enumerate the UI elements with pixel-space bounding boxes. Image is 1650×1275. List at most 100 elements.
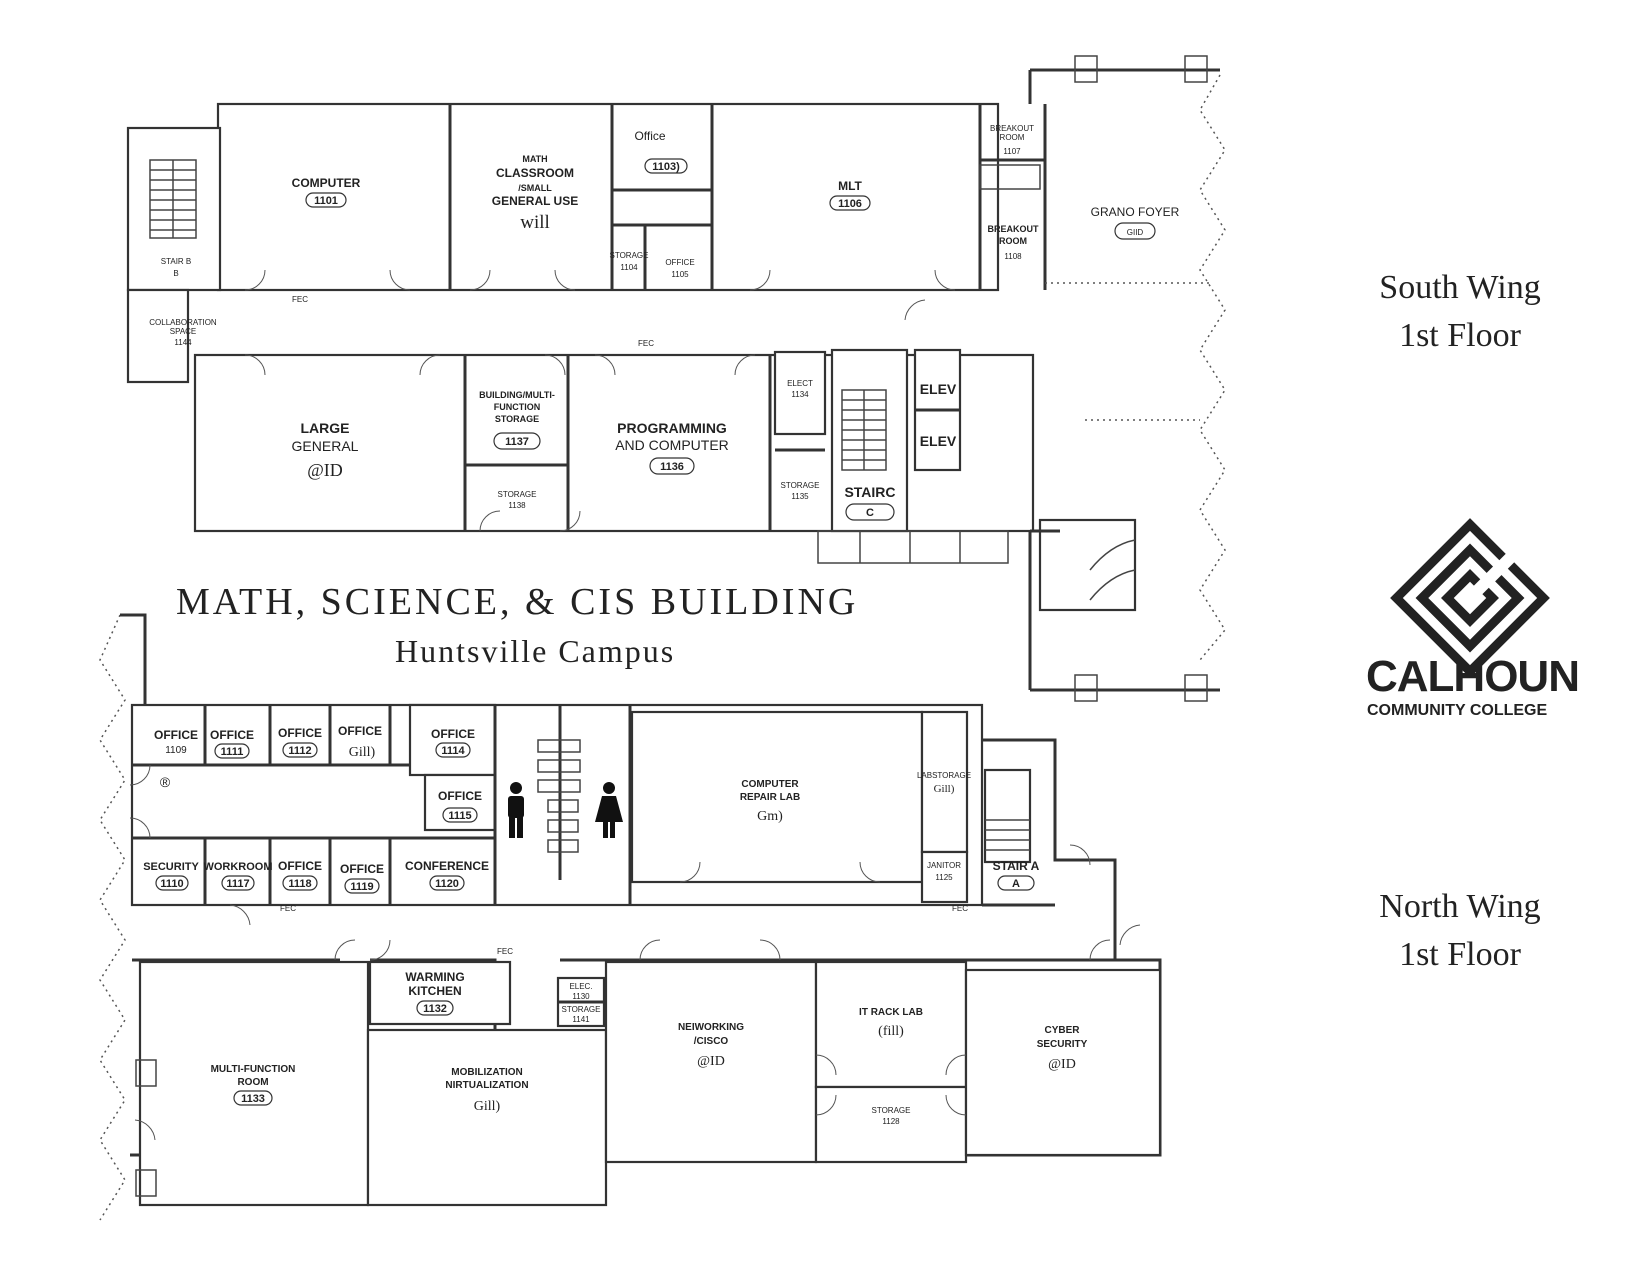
south-fec-1: FEC [292, 295, 308, 304]
room-breakout-1108-number: 1108 [1004, 252, 1022, 261]
room-office-1115-number: 1115 [448, 810, 471, 822]
room-stair-a-number: A [1012, 878, 1020, 890]
room-stair-a-label: STAIR A [993, 859, 1040, 873]
room-bldg-line2: FUNCTION [494, 402, 541, 412]
janitor-room [920, 850, 969, 904]
room-repair-number: Gm) [757, 809, 783, 824]
room-bldg-number: 1137 [505, 436, 529, 448]
room-storage-1128-number: 1128 [882, 1117, 900, 1126]
logo-tagline: COMMUNITY COLLEGE [1367, 702, 1548, 719]
collaboration-room [126, 288, 190, 384]
north-west-wall [120, 613, 147, 705]
room-storage-1138-number: 1138 [508, 501, 526, 510]
room-network-line1: NEIWORKING [678, 1022, 744, 1033]
mobilization-room [366, 1028, 608, 1207]
room-cyber-number: @ID [1048, 1057, 1076, 1072]
room-office-1103-tag [644, 158, 688, 174]
man-restroom-icon [508, 782, 524, 838]
room-workroom-number: 1117 [226, 878, 249, 890]
room-math-line1: MATH [522, 154, 547, 164]
room-prog-line2: AND COMPUTER [615, 437, 729, 453]
room-office-1103-label: Office [634, 129, 665, 143]
room-itrack-number: (fill) [878, 1024, 904, 1039]
room-cyber-line2: SECURITY [1037, 1039, 1088, 1050]
room-foyer-label: GRANO FOYER [1091, 205, 1180, 219]
room-stair-b-label: STAIR B [161, 257, 192, 266]
room-office-gill-label: OFFICE [338, 724, 382, 738]
room-storage-1141-label: STORAGE [562, 1005, 601, 1014]
lab-storage-room [920, 710, 969, 854]
room-elec-number: 1130 [572, 992, 590, 1001]
room-office-1105-label: OFFICE [665, 258, 694, 267]
logo-name: CALHOUN [1366, 652, 1580, 701]
room-bldg-line1: BUILDING/MULTI- [479, 390, 555, 400]
room-kitchen-line2: KITCHEN [408, 984, 461, 998]
room-storage-1104-number: 1104 [620, 263, 638, 272]
room-multi-line1: MULTI-FUNCTION [211, 1064, 296, 1075]
room-collab-line1: COLLABORATION [149, 318, 217, 327]
room-security-tag [155, 875, 189, 891]
room-office-1103-number: 1103) [652, 161, 680, 173]
room-labstorage-label: LABSTORAGE [917, 771, 971, 780]
room-office-1112-tag [282, 742, 318, 758]
north-wing-labels: OFFICE 1109 ® OFFICE 1111 OFFICE 1112 OF… [143, 724, 1087, 1126]
room-mlt-tag [829, 195, 871, 211]
foyer-wall [1028, 68, 1220, 104]
north-wing-line1: North Wing [1379, 888, 1541, 925]
room-office-1111-label: OFFICE [210, 728, 254, 742]
room-cyber-line1: CYBER [1044, 1025, 1080, 1036]
room-office-1119-tag [344, 878, 380, 894]
room-workroom-label: WORKROOM [203, 861, 272, 873]
room-office-1119-number: 1119 [350, 881, 373, 893]
room-repair-line1: COMPUTER [741, 779, 799, 790]
foyer-edge [1199, 74, 1226, 661]
it-rack-lab-room [814, 960, 968, 1089]
room-foyer-tag [1114, 222, 1156, 240]
room-office-1114-tag [435, 742, 471, 758]
cyber-security-room [964, 968, 1162, 1157]
room-conference-label: CONFERENCE [405, 859, 489, 873]
room-office-1115-label: OFFICE [438, 789, 482, 803]
room-mobil-line2: NIRTUALIZATION [445, 1080, 528, 1091]
room-labstorage-number: Gill) [934, 783, 955, 795]
building-subtitle: Huntsville Campus [395, 633, 676, 669]
north-bottom-outline [130, 945, 1162, 1157]
room-conference-tag [429, 875, 465, 891]
north-wing-label: North Wing 1st Floor [1340, 883, 1580, 979]
room-mlt-number: 1106 [838, 198, 862, 210]
room-workroom-tag [221, 875, 255, 891]
room-kitchen-line1: WARMING [405, 970, 464, 984]
room-large-line1: LARGE [301, 420, 350, 436]
multi-function-room [138, 960, 370, 1207]
room-storage-1141-number: 1141 [572, 1015, 590, 1024]
room-office-1112-number: 1112 [288, 745, 311, 757]
registered-mark: ® [160, 774, 171, 790]
south-wing-labels: COMPUTER 1101 MATH CLASSROOM /SMALL GENE… [149, 124, 1180, 521]
room-storage-1135-number: 1135 [791, 492, 809, 501]
networking-room [604, 960, 818, 1164]
south-wing-line1: South Wing [1379, 269, 1541, 306]
room-network-line2: /CISCO [694, 1036, 729, 1047]
room-breakout-1107-line1: BREAKOUT [990, 124, 1034, 133]
foyer-stair [1038, 518, 1137, 612]
south-wing-line2: 1st Floor [1399, 317, 1521, 354]
room-math-line4: GENERAL USE [492, 194, 578, 208]
room-prog-line1: PROGRAMMING [617, 420, 727, 436]
computer-repair-lab-room [630, 710, 924, 884]
south-wing-plan [126, 55, 1226, 702]
room-office-1115-tag [442, 807, 478, 823]
room-janitor-label: JANITOR [927, 861, 961, 870]
north-fec-3: FEC [497, 947, 513, 956]
room-kitchen-tag [416, 1000, 454, 1016]
stair-a-steps [985, 819, 1030, 851]
room-janitor-number: 1125 [935, 873, 953, 882]
room-elect-number: 1134 [791, 390, 809, 399]
stair-b-steps [149, 159, 197, 239]
restroom-stalls [537, 739, 581, 853]
room-stair-c-tag [845, 503, 895, 521]
room-mobil-number: Gill) [474, 1099, 501, 1114]
room-prog-tag [649, 457, 695, 475]
room-office-1112-label: OFFICE [278, 726, 322, 740]
room-stair-c-label: STAIRC [844, 484, 895, 500]
